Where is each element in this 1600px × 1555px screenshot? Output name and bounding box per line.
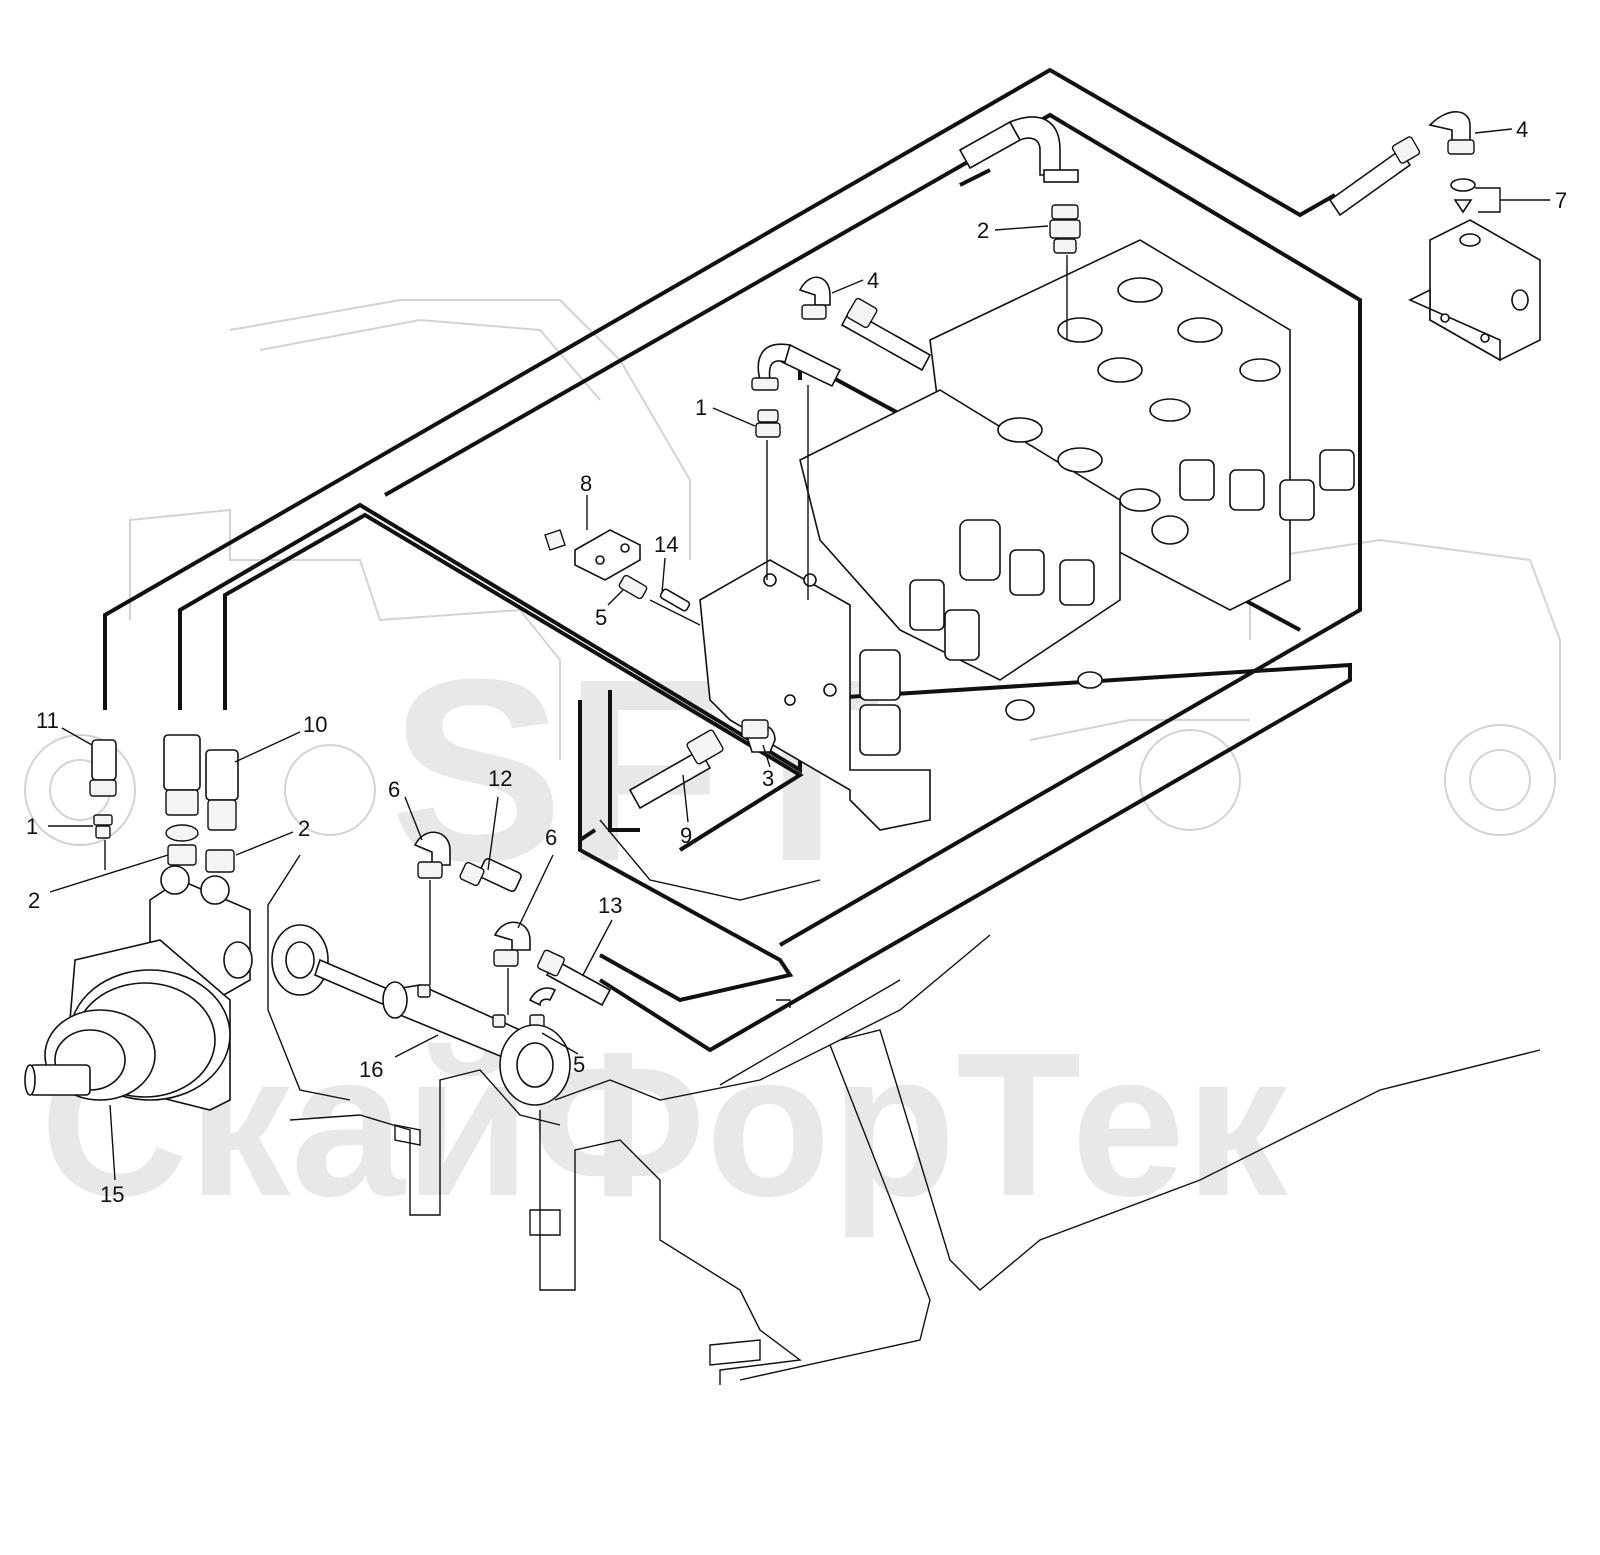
callout-labels: 4 7 2 4 1 8 14 5 11 10 1 2 2 12 6 6 3 9 … (26, 117, 1567, 1207)
callout-1-top: 1 (695, 395, 707, 420)
hydraulic-cylinder (271, 924, 571, 1106)
callout-2-top: 2 (977, 218, 989, 243)
callout-2-right: 2 (298, 816, 310, 841)
hydraulic-motor (24, 865, 253, 1111)
callout-7: 7 (1555, 188, 1567, 213)
mounting-bracket (1408, 219, 1541, 362)
chassis-outline (267, 819, 1541, 1385)
watermark-brand: СкайФорТек (40, 1010, 1288, 1239)
callout-4-top-right: 4 (1516, 117, 1528, 142)
callout-16: 16 (359, 1057, 383, 1082)
control-valve-block (699, 239, 1355, 831)
callout-14: 14 (654, 532, 678, 557)
callout-5-lower: 5 (573, 1052, 585, 1077)
callout-4-middle: 4 (867, 268, 879, 293)
callout-6-left: 6 (388, 777, 400, 802)
callout-2-left: 2 (28, 888, 40, 913)
callout-12: 12 (488, 766, 512, 791)
fittings (89, 111, 1476, 1030)
callout-5-upper: 5 (595, 605, 607, 630)
callout-8: 8 (580, 471, 592, 496)
leader-lines (48, 128, 1550, 1181)
callout-13: 13 (598, 893, 622, 918)
callout-15: 15 (100, 1182, 124, 1207)
callout-11: 11 (36, 708, 59, 733)
callout-6-right: 6 (545, 825, 557, 850)
callout-9: 9 (680, 823, 692, 848)
watermark-tractor-left (24, 299, 691, 846)
callout-3: 3 (762, 766, 774, 791)
callout-1-left: 1 (26, 814, 38, 839)
callout-10: 10 (303, 712, 327, 737)
